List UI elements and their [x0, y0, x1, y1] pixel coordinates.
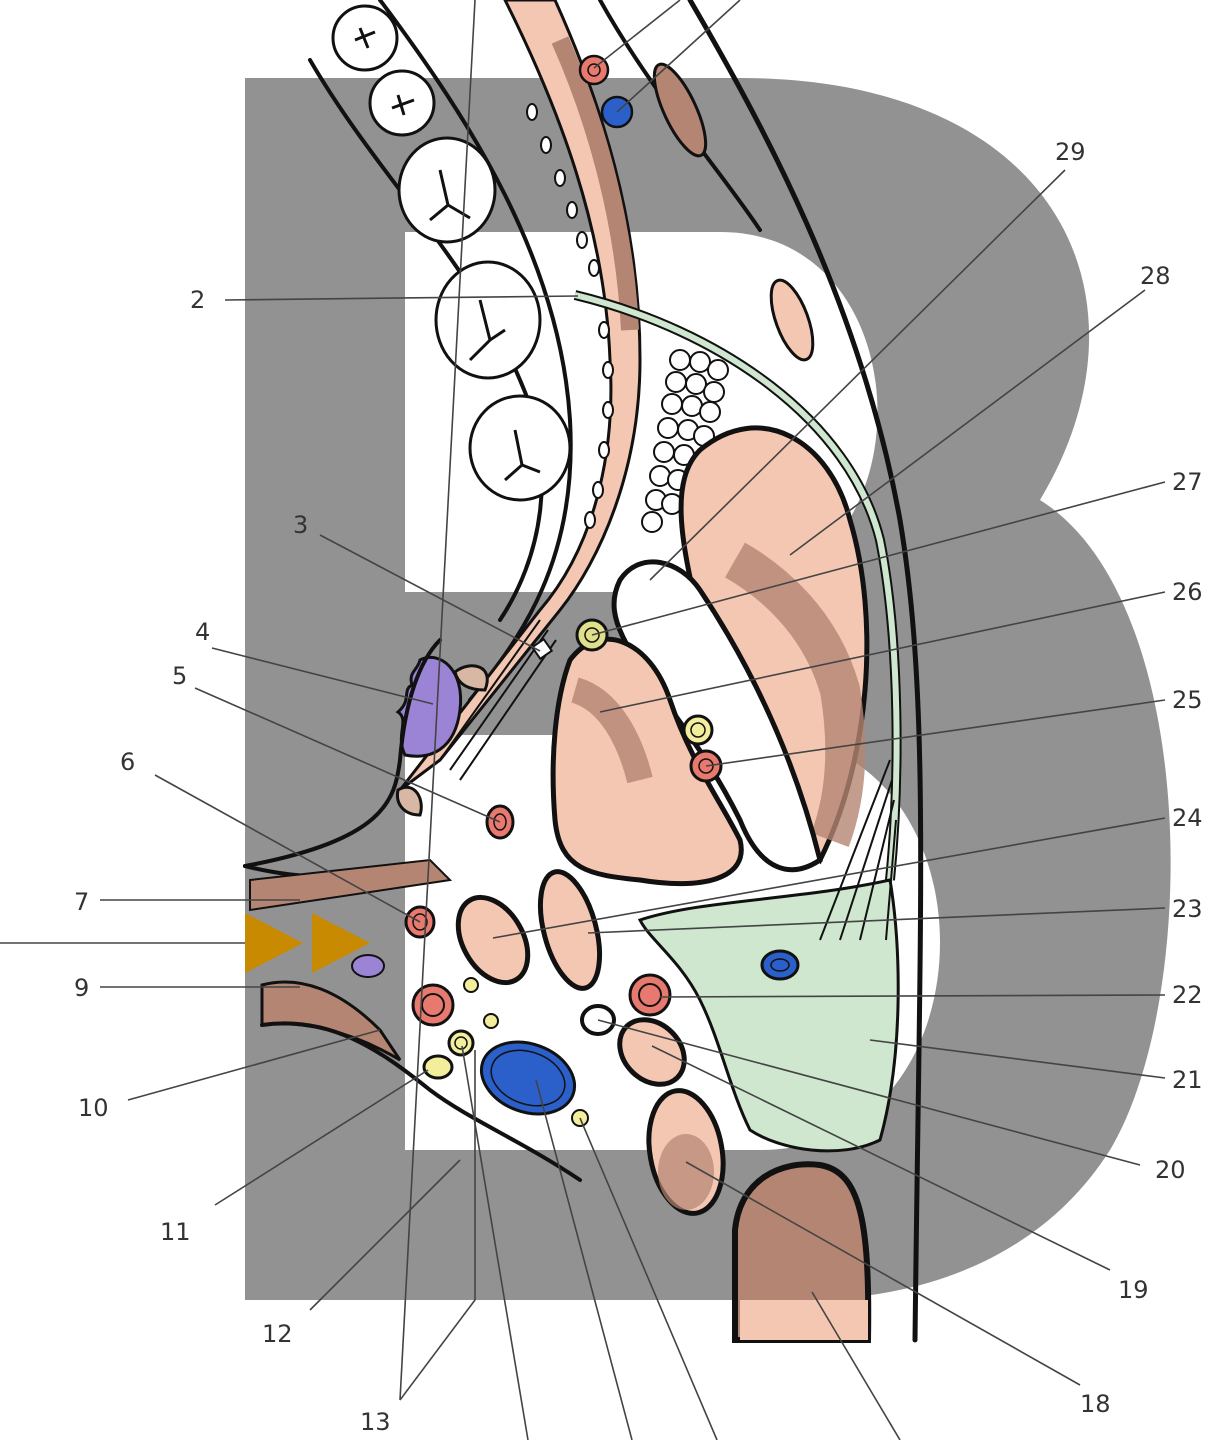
label-18: 18 [1080, 1390, 1111, 1418]
label-24: 24 [1172, 804, 1203, 832]
label-3: 3 [293, 511, 308, 539]
label-27: 27 [1172, 468, 1203, 496]
label-12: 12 [262, 1320, 293, 1348]
label-13: 13 [360, 1408, 391, 1436]
label-23: 23 [1172, 895, 1203, 923]
label-25: 25 [1172, 686, 1203, 714]
label-7: 7 [74, 888, 89, 916]
label-26: 26 [1172, 578, 1203, 606]
label-19: 19 [1118, 1276, 1149, 1304]
label-6: 6 [120, 748, 135, 776]
label-4: 4 [195, 618, 210, 646]
label-9: 9 [74, 974, 89, 1002]
double-arrow-marker [0, 913, 370, 973]
label-2: 2 [190, 286, 205, 314]
label-10: 10 [78, 1094, 109, 1122]
label-11: 11 [160, 1218, 191, 1246]
label-29: 29 [1055, 138, 1086, 166]
label-21: 21 [1172, 1066, 1203, 1094]
label-5: 5 [172, 662, 187, 690]
label-22: 22 [1172, 981, 1203, 1009]
label-20: 20 [1155, 1156, 1186, 1184]
label-28: 28 [1140, 262, 1171, 290]
